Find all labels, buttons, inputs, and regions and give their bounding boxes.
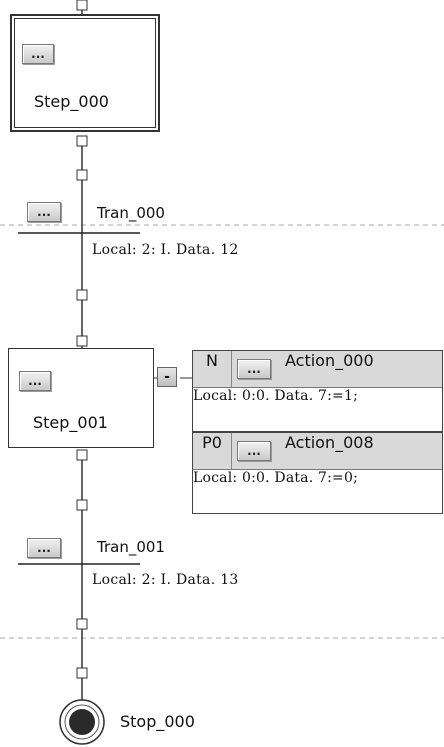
tran-001-condition: Local: 2: I. Data. 13 xyxy=(92,572,239,588)
action-008-label: Action_008 xyxy=(285,433,374,452)
tran-001-label: Tran_001 xyxy=(97,538,165,556)
action-008-properties-button[interactable]: ... xyxy=(237,441,271,461)
connection-pin[interactable] xyxy=(76,0,88,11)
collapse-actions-button[interactable]: - xyxy=(157,367,177,387)
action-qualifier[interactable]: P0 xyxy=(193,433,232,469)
connection-pin[interactable] xyxy=(76,449,88,461)
step-box-step-000[interactable]: ... Step_000 xyxy=(10,14,160,132)
action-000-properties-button[interactable]: ... xyxy=(237,359,271,379)
action-qualifier[interactable]: N xyxy=(193,351,232,387)
action-header: N ... Action_000 xyxy=(193,351,442,388)
connection-pin[interactable] xyxy=(76,618,88,630)
step-000-properties-button[interactable]: ... xyxy=(22,44,54,64)
connection-pin[interactable] xyxy=(76,289,88,301)
action-header: P0 ... Action_008 xyxy=(193,433,442,470)
action-000-label: Action_000 xyxy=(285,351,374,370)
tran-000-properties-button[interactable]: ... xyxy=(27,202,61,222)
tran-000-condition: Local: 2: I. Data. 12 xyxy=(92,242,239,258)
tran-000-label: Tran_000 xyxy=(97,204,165,222)
step-box-step-001[interactable]: ... Step_001 xyxy=(8,348,154,448)
connection-pin[interactable] xyxy=(76,169,88,181)
tran-001-properties-button[interactable]: ... xyxy=(27,538,61,558)
connection-pin[interactable] xyxy=(76,499,88,511)
action-block-action-008[interactable]: P0 ... Action_008 Local: 0:0. Data. 7:=0… xyxy=(192,432,443,514)
step-000-label: Step_000 xyxy=(34,92,109,111)
action-block-action-000[interactable]: N ... Action_000 Local: 0:0. Data. 7:=1; xyxy=(192,350,443,432)
action-008-body: Local: 0:0. Data. 7:=0; xyxy=(193,470,359,486)
connection-pin[interactable] xyxy=(76,667,88,679)
step-001-properties-button[interactable]: ... xyxy=(19,371,51,391)
connection-pin[interactable] xyxy=(76,135,88,147)
action-000-body: Local: 0:0. Data. 7:=1; xyxy=(193,388,359,404)
step-001-label: Step_001 xyxy=(33,413,108,432)
stop-dot xyxy=(69,709,95,735)
stop-000-label: Stop_000 xyxy=(120,712,195,731)
connection-pin[interactable] xyxy=(76,335,88,347)
